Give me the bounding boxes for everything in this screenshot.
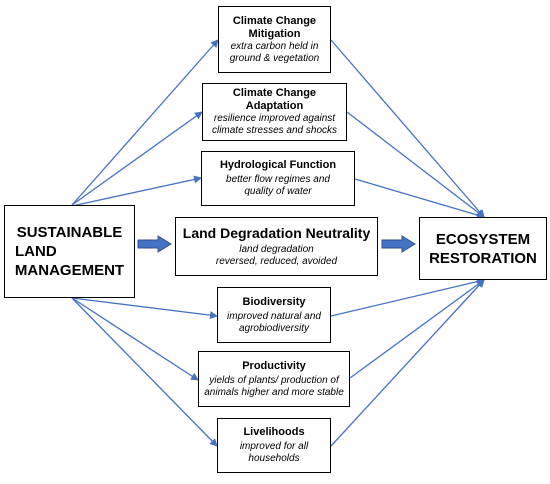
slm-label-line1: SUSTAINABLE: [16, 224, 123, 241]
adaptation-title-line2: Adaptation: [245, 100, 304, 112]
arrow-slm-to-livelihoods: [71, 297, 218, 447]
hydrological-function-box: Hydrological Function better flow regime…: [201, 151, 355, 206]
arrow-slm-to-biodiversity: [71, 297, 218, 320]
slm-label-line2: LAND: [15, 243, 57, 260]
livelihoods-desc-line2: households: [248, 453, 300, 464]
arrow-slm-to-hydrological: [71, 175, 202, 207]
arrow-biodiversity-to-er: [330, 277, 485, 317]
climate-change-mitigation-box: Climate Change Mitigation extra carbon h…: [218, 6, 331, 73]
climate-change-adaptation-box: Climate Change Adaptation resilience imp…: [202, 83, 347, 141]
ldn-title: Land Degradation Neutrality: [182, 225, 371, 241]
adaptation-desc-line2: climate stresses and shocks: [211, 125, 338, 136]
productivity-desc-line1: yields of plants/ production of: [209, 374, 339, 386]
arrow-livelihoods-to-er: [330, 279, 485, 447]
productivity-title: Productivity: [242, 359, 306, 372]
arrow-slm-to-productivity: [71, 297, 199, 381]
block-arrow-slm-to-ldn: [137, 235, 172, 253]
hydrological-desc-line1: better flow regimes and: [226, 174, 330, 185]
arrow-productivity-to-er: [349, 279, 485, 379]
livelihoods-title: Livelihoods: [243, 426, 305, 438]
arrow-hydrological-to-er: [354, 178, 485, 219]
block-arrow-ldn-to-er: [381, 235, 416, 253]
hydrological-title: Hydrological Function: [219, 159, 337, 171]
biodiversity-title: Biodiversity: [242, 295, 306, 308]
mitigation-title-line1: Climate Change: [232, 14, 317, 27]
adaptation-title-line1: Climate Change: [232, 87, 317, 99]
mitigation-desc-line1: extra carbon held in: [230, 40, 319, 52]
mitigation-desc-line2: ground & vegetation: [229, 52, 320, 64]
ldn-desc-line1: land degradation: [239, 244, 314, 255]
er-label-line2: RESTORATION: [429, 249, 537, 267]
ldn-desc-line2: reversed, reduced, avoided: [215, 256, 338, 267]
arrow-adaptation-to-er: [346, 111, 485, 218]
biodiversity-box: Biodiversity improved natural and agrobi…: [217, 287, 331, 343]
arrow-slm-to-adaptation: [71, 111, 203, 206]
productivity-desc-line2: animals higher and more stable: [204, 386, 344, 398]
biodiversity-desc-line2: agrobiodiversity: [238, 322, 310, 334]
productivity-box: Productivity yields of plants/ productio…: [198, 351, 350, 407]
er-label-line1: ECOSYSTEM: [435, 230, 531, 248]
hydrological-desc-line2: quality of water: [244, 186, 312, 197]
mitigation-title-line2: Mitigation: [248, 27, 301, 40]
biodiversity-desc-line1: improved natural and: [227, 310, 321, 322]
slm-label-line3: MANAGEMENT: [14, 262, 125, 279]
arrow-mitigation-to-er: [330, 39, 485, 218]
sustainable-land-management-box: SUSTAINABLE LAND MANAGEMENT: [4, 205, 135, 298]
adaptation-desc-line1: resilience improved against: [213, 113, 336, 124]
livelihoods-desc-line1: improved for all: [239, 441, 309, 452]
ecosystem-restoration-box: ECOSYSTEM RESTORATION: [419, 217, 547, 280]
land-degradation-neutrality-box: Land Degradation Neutrality land degrada…: [175, 217, 378, 276]
livelihoods-box: Livelihoods improved for all households: [217, 418, 331, 473]
arrow-slm-to-mitigation: [71, 39, 219, 206]
